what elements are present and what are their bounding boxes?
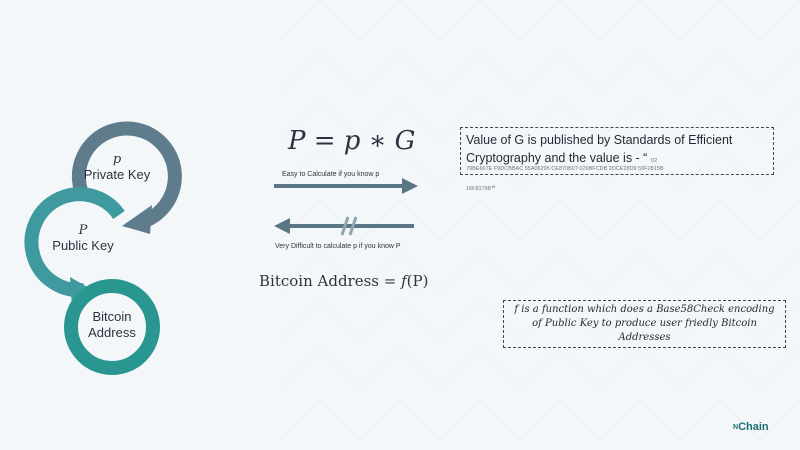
bitcoin-address-node: Bitcoin Address bbox=[76, 309, 148, 341]
key-cycle-diagram bbox=[24, 121, 182, 375]
bitcoin-address-ring bbox=[64, 279, 160, 375]
generator-info-text: Value of G is published by Standards of … bbox=[466, 131, 776, 170]
generator-hex-suffix: 16F81798 bbox=[466, 186, 491, 192]
key-equation: P = p ∗ G bbox=[288, 126, 416, 156]
strike-mark-1 bbox=[340, 216, 350, 236]
bitcoin-address-label-2: Address bbox=[88, 325, 136, 340]
public-key-label: Public Key bbox=[52, 238, 114, 253]
public-key-ring bbox=[24, 187, 125, 298]
generator-close-quote: “ bbox=[492, 184, 495, 194]
function-info-box: f is a function which does a Base58Check… bbox=[503, 300, 786, 348]
private-key-node: p Private Key bbox=[78, 152, 156, 183]
public-key-symbol: P bbox=[78, 223, 88, 238]
bitcoin-address-label-1: Bitcoin bbox=[92, 309, 132, 324]
generator-hex-end: 16F81798 bbox=[466, 186, 491, 192]
generator-info-box bbox=[460, 127, 774, 175]
background-pattern bbox=[280, 0, 800, 441]
address-equation: Bitcoin Address = f(P) bbox=[259, 272, 428, 290]
address-equation-prefix: Bitcoin Address = bbox=[259, 272, 402, 290]
private-key-ring bbox=[71, 121, 182, 229]
function-info-text: f is a function which does a Base58Check… bbox=[514, 304, 775, 343]
logo-prefix: N bbox=[733, 424, 739, 431]
address-function-symbol: f bbox=[401, 272, 407, 290]
forward-arrow bbox=[274, 178, 418, 194]
nchain-logo: NChain bbox=[733, 421, 769, 433]
strike-mark-2 bbox=[348, 216, 358, 236]
address-function-arg: (P) bbox=[406, 272, 429, 290]
generator-hex-value: 79BE667E F9DCBBAC 55A06295 CE870B07 029B… bbox=[466, 166, 664, 172]
generator-hex-prefix: 02 bbox=[650, 158, 658, 164]
private-key-label: Private Key bbox=[83, 167, 151, 182]
private-key-arrowhead bbox=[122, 205, 152, 234]
reverse-arrow bbox=[274, 216, 414, 236]
forward-caption: Easy to Calculate if you know p bbox=[282, 171, 380, 178]
private-key-symbol: p bbox=[112, 152, 122, 167]
logo-name: Chain bbox=[738, 421, 769, 433]
reverse-caption: Very Difficult to calculate p if you kno… bbox=[275, 243, 401, 250]
generator-info-body: Value of G is published by Standards of … bbox=[466, 133, 733, 165]
public-key-node: P Public Key bbox=[44, 223, 122, 254]
